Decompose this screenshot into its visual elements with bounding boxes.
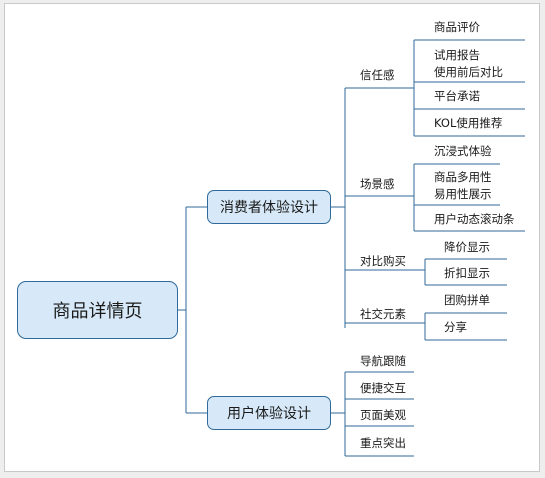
group-compare-buy[interactable]: 对比购买: [360, 254, 406, 268]
leaf-trial-report[interactable]: 试用报告 使用前后对比: [434, 48, 503, 79]
leaf-user-ticker[interactable]: 用户动态滚动条: [434, 212, 515, 226]
group-trust[interactable]: 信任感: [360, 68, 395, 82]
leaf-key-highlight[interactable]: 重点突出: [360, 436, 406, 450]
leaf-easy-interaction[interactable]: 便捷交互: [360, 381, 406, 395]
leaf-share[interactable]: 分享: [444, 320, 467, 334]
leaf-product-reviews[interactable]: 商品评价: [434, 20, 480, 34]
leaf-platform-promise[interactable]: 平台承诺: [434, 89, 480, 103]
group-social[interactable]: 社交元素: [360, 307, 406, 321]
leaf-price-drop[interactable]: 降价显示: [444, 240, 490, 254]
branch-consumer-experience[interactable]: 消费者体验设计: [207, 190, 331, 224]
mindmap-canvas: [4, 3, 540, 472]
leaf-discount[interactable]: 折扣显示: [444, 266, 490, 280]
leaf-page-aesthetics[interactable]: 页面美观: [360, 408, 406, 422]
leaf-group-buy[interactable]: 团购拼单: [444, 293, 490, 307]
leaf-multi-use[interactable]: 商品多用性 易用性展示: [434, 170, 492, 201]
group-scene[interactable]: 场景感: [360, 177, 395, 191]
branch-label: 消费者体验设计: [220, 200, 318, 216]
root-node[interactable]: 商品详情页: [17, 281, 178, 339]
leaf-nav-follow[interactable]: 导航跟随: [360, 354, 406, 368]
branch-label: 用户体验设计: [227, 406, 311, 422]
root-label: 商品详情页: [52, 301, 143, 322]
leaf-kol-recommend[interactable]: KOL使用推荐: [434, 116, 503, 130]
leaf-immersive[interactable]: 沉浸式体验: [434, 144, 492, 158]
branch-user-experience[interactable]: 用户体验设计: [207, 396, 331, 430]
